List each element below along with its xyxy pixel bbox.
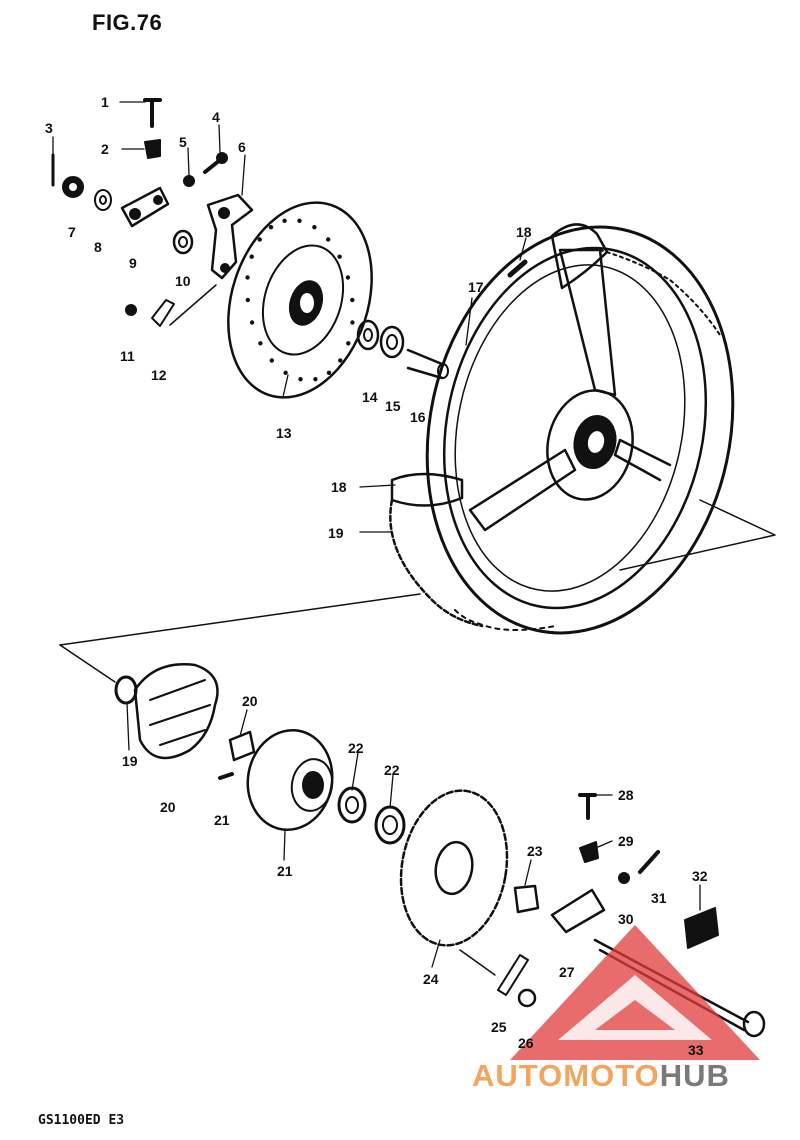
brake-disc-holes (245, 218, 355, 382)
disc-hole (249, 320, 255, 325)
watermark-text: AUTOMOTOHUB (472, 1058, 730, 1094)
callout-33: 32 (692, 868, 708, 884)
callout-20b: 30 (618, 911, 634, 927)
callout-23: 13 (276, 425, 292, 441)
callout-10: 3 (45, 120, 53, 136)
callout-11: 8 (94, 239, 102, 255)
disc-hole (297, 218, 302, 223)
callout-28: 26 (518, 1035, 534, 1051)
disc-hole (313, 377, 318, 382)
callout-labels: 1 2 3 4 5 6 7 8 9 10 11 12 13 14 15 16 1… (45, 94, 708, 1058)
assembly-lines (59, 284, 776, 976)
callout-14: 22 (384, 762, 400, 778)
callout-22b: 28 (618, 787, 634, 803)
brake-disc (227, 201, 373, 399)
callout-25: 12 (151, 367, 167, 383)
disc-hole (269, 358, 274, 363)
disc-hole (298, 377, 303, 382)
callout-29: 25 (491, 1019, 507, 1035)
axle-spacers (356, 259, 528, 380)
callout-18b: 27 (559, 964, 575, 980)
disc-hole (326, 370, 332, 375)
watermark-part1: AUTOMOTO (472, 1058, 660, 1093)
disc-hole (268, 225, 274, 230)
callout-6: 23 (527, 843, 543, 859)
callout-27: 21 (214, 812, 230, 828)
watermark-part2: HUB (659, 1058, 730, 1093)
callout-26: 24 (423, 971, 439, 987)
callout-3: 19 (122, 753, 138, 769)
disc-hole (245, 297, 250, 303)
disc-hole (283, 370, 288, 375)
rear-wheel (389, 223, 735, 635)
callout-8: 33 (688, 1042, 704, 1058)
callout-7: 20 (242, 693, 258, 709)
callout-17: 6 (238, 139, 246, 155)
callout-9: 7 (68, 224, 76, 240)
disc-hole (350, 297, 355, 303)
callout-leaders (52, 101, 701, 968)
callout-16: 10 (175, 273, 191, 289)
callout-13: 22 (348, 740, 364, 756)
disc-hole (257, 237, 262, 242)
disc-hole (245, 275, 250, 280)
callout-2: 15 (385, 398, 401, 414)
watermark-logo (510, 925, 760, 1060)
callout-19: 4 (212, 109, 220, 125)
disc-hole (282, 218, 287, 223)
callout-18: 9 (129, 255, 137, 271)
disc-hole (312, 225, 317, 230)
callout-31: 18 (331, 479, 347, 495)
callout-1: 17 (468, 279, 484, 295)
callout-12: 21 (277, 863, 293, 879)
callout-19b: 31 (651, 890, 667, 906)
upper-left-parts (51, 98, 254, 327)
disc-hole (258, 341, 263, 346)
callout-24: 11 (120, 348, 135, 364)
callout-15: 20 (160, 799, 176, 815)
callout-30: 19 (328, 525, 344, 541)
callout-21: 2 (101, 141, 109, 157)
disc-hole (345, 275, 351, 280)
callout-4: 16 (410, 409, 426, 425)
disc-hole (346, 341, 351, 346)
callout-22: 1 (101, 94, 109, 110)
callout-21b: 29 (618, 833, 634, 849)
disc-hole (249, 254, 254, 259)
callout-20: 5 (179, 134, 187, 150)
model-code: GS1100ED E3 (38, 1113, 125, 1128)
lower-parts (114, 663, 766, 1038)
figure-title: FIG.76 (92, 10, 163, 35)
disc-hole (326, 237, 331, 242)
disc-hole (337, 254, 342, 259)
disc-hole (338, 358, 343, 363)
disc-hole (350, 320, 355, 325)
callout-5: 14 (362, 389, 378, 405)
callout-32: 18 (516, 224, 532, 240)
